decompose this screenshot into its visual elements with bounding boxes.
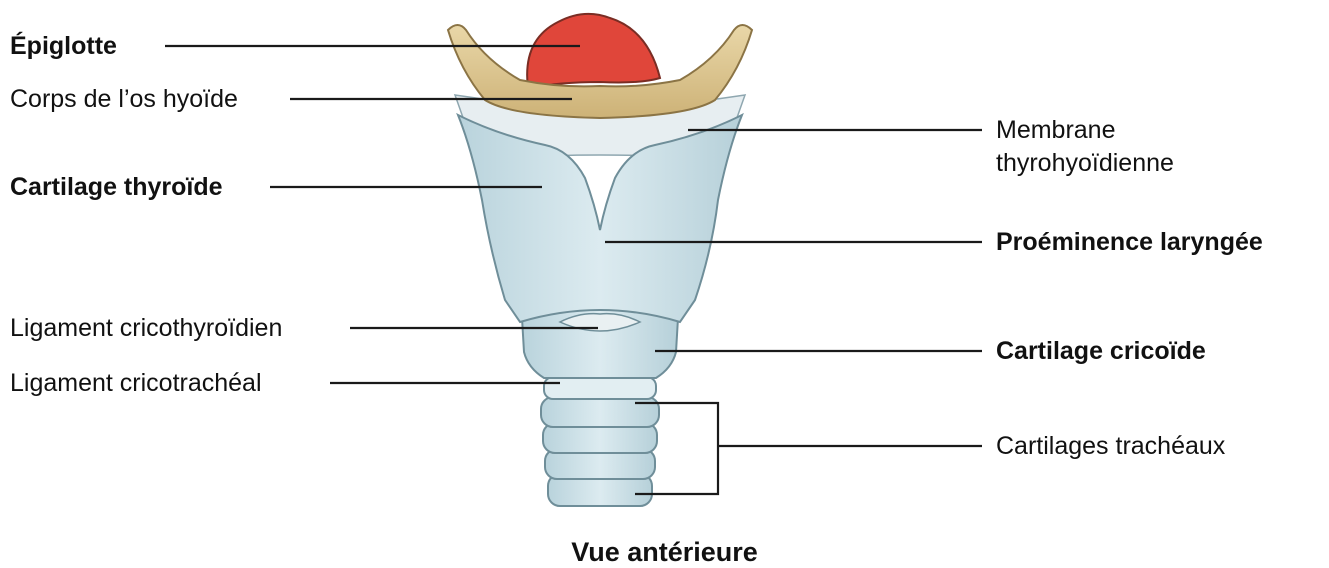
cricotracheal-ligament <box>544 377 656 399</box>
epiglottis <box>527 14 660 88</box>
label-tracheaux: Cartilages trachéaux <box>996 431 1225 461</box>
tracheal-ring-0 <box>541 397 659 427</box>
label-hyoide: Corps de l’os hyoïde <box>10 84 238 114</box>
label-thyroide: Cartilage thyroïde <box>10 172 223 202</box>
diagram-caption: Vue antérieure <box>0 536 1329 568</box>
label-cricotracheal: Ligament cricotrachéal <box>10 368 262 398</box>
label-proeminence: Proéminence laryngée <box>996 227 1263 257</box>
label-epiglotte: Épiglotte <box>10 31 117 61</box>
tracheal-cartilages <box>541 397 659 506</box>
label-cricothyroidien: Ligament cricothyroïdien <box>10 313 282 343</box>
label-membrane-line2: thyrohyoïdienne <box>996 148 1174 178</box>
label-cricoide: Cartilage cricoïde <box>996 336 1206 366</box>
label-membrane-line1: Membrane <box>996 115 1116 145</box>
